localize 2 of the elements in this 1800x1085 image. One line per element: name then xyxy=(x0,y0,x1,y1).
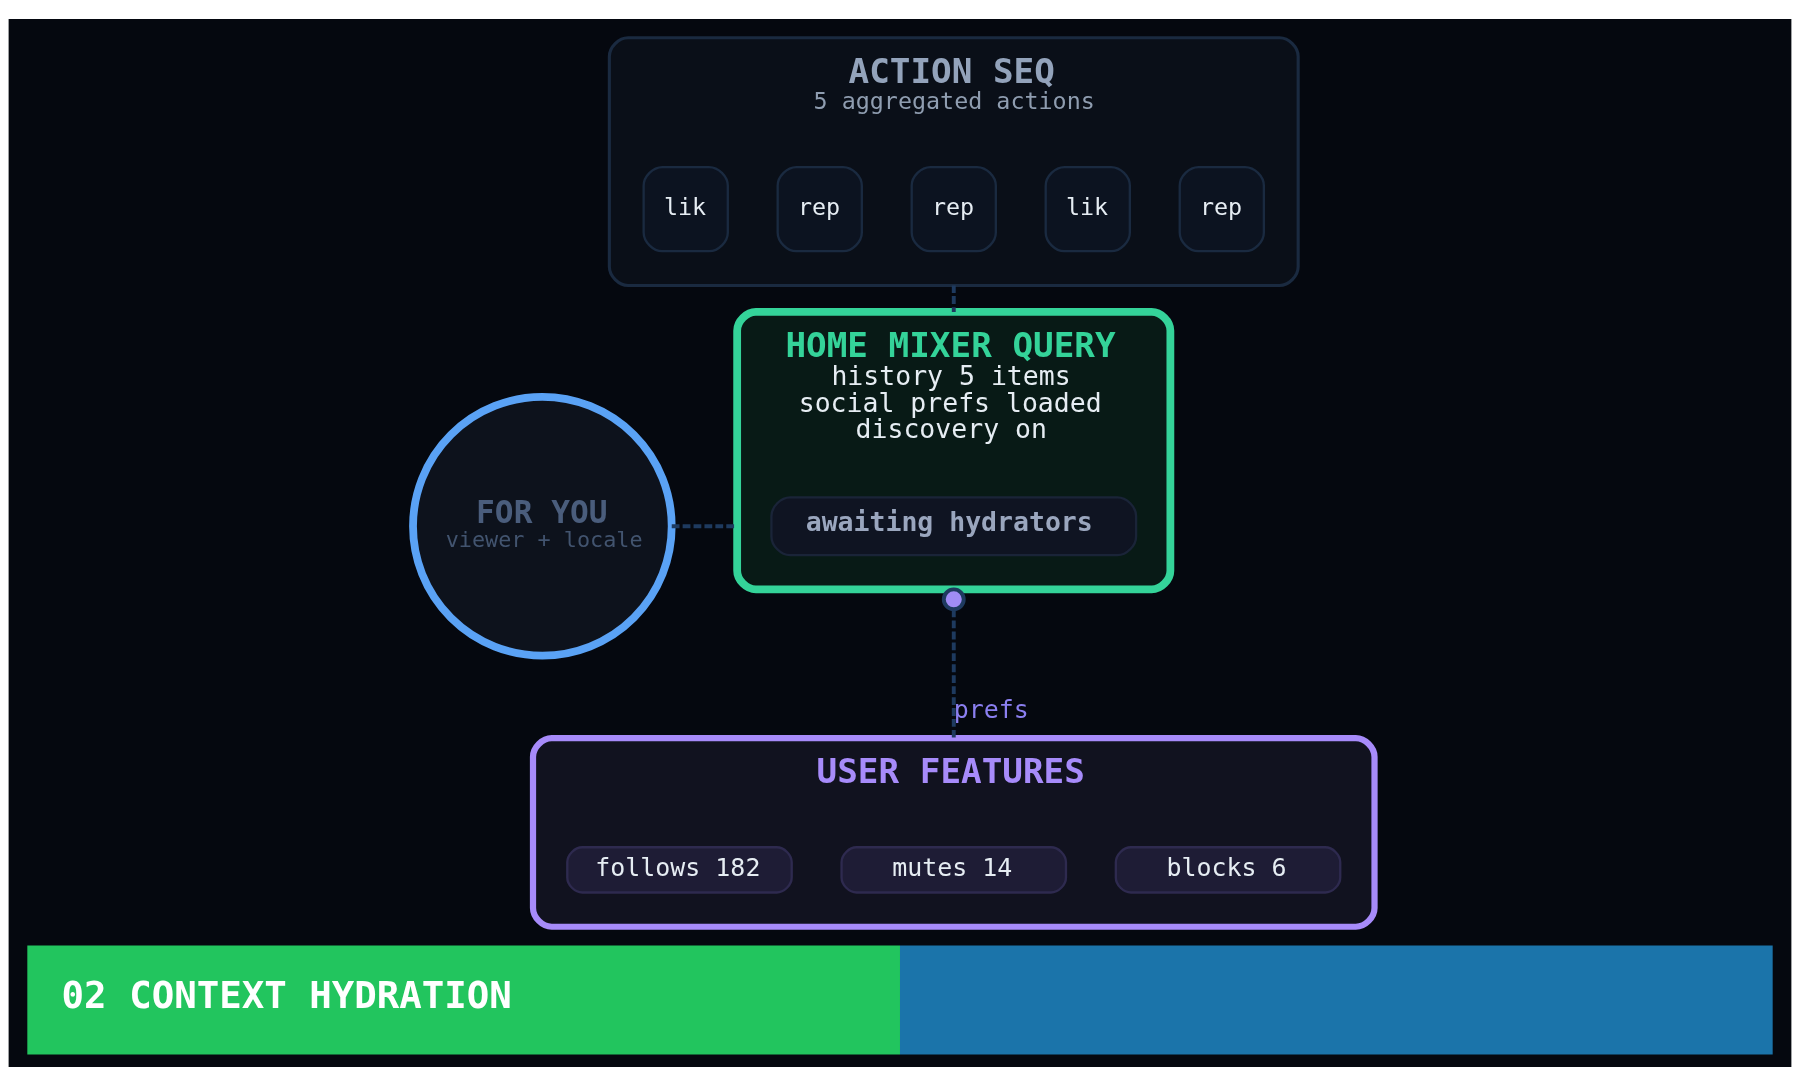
edge-label: prefs xyxy=(953,694,1029,724)
caption: 02 CONTEXT HYDRATION xyxy=(61,972,512,1017)
